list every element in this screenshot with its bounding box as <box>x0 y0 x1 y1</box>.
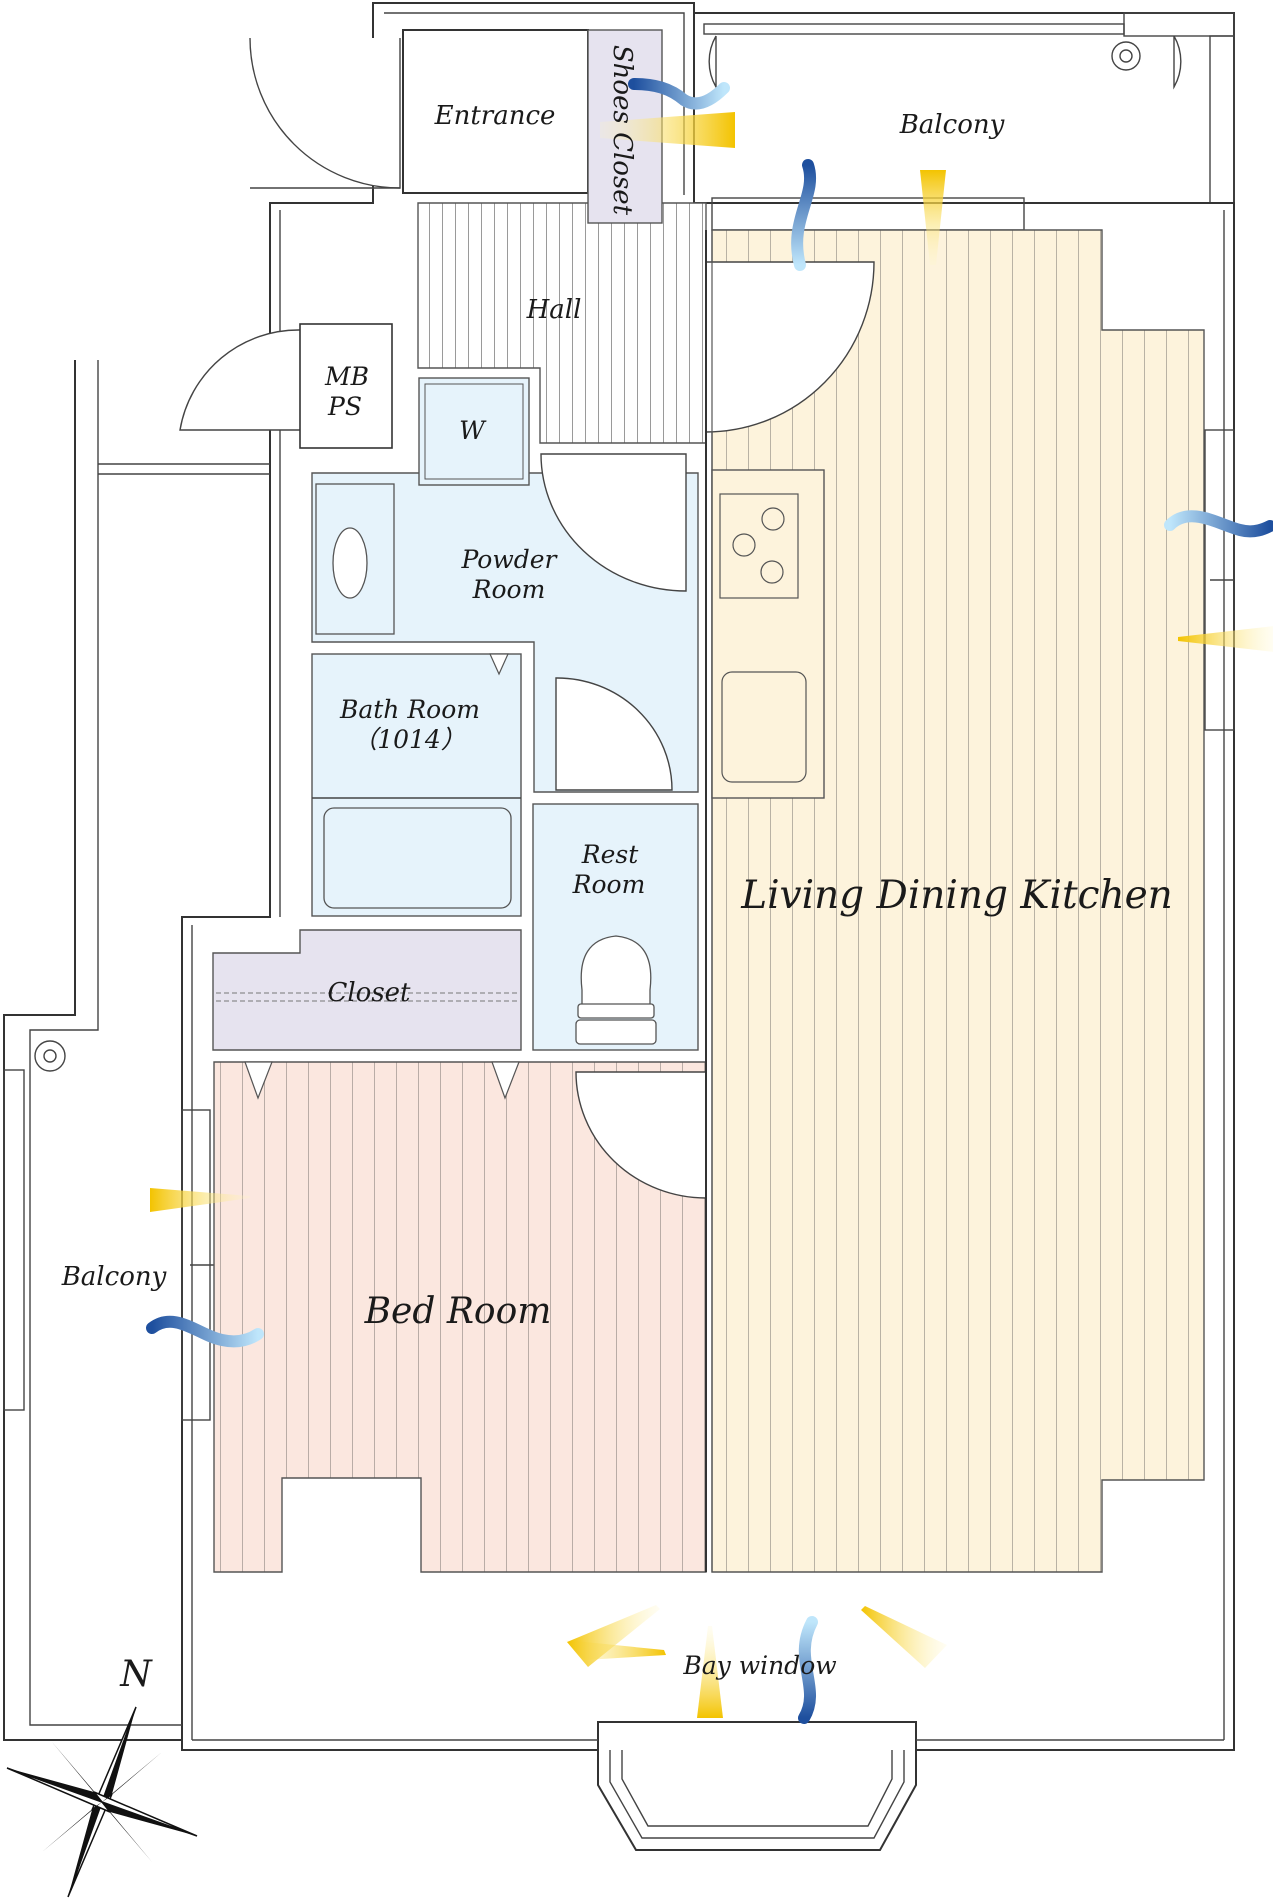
mbps-door-icon <box>179 329 301 431</box>
sunlight-indicators <box>150 112 1273 1718</box>
sink-icon <box>332 527 368 599</box>
wind-indicators <box>146 78 1273 1724</box>
ldk-floor <box>711 229 1205 1573</box>
closet-label: Closet <box>327 978 411 1008</box>
drain-icon-west <box>34 1040 66 1072</box>
balcony-door-icon <box>708 35 717 90</box>
bay-window <box>597 1750 917 1851</box>
entrance-label: Entrance <box>434 101 556 131</box>
bath-room-label-2: （1014） <box>352 725 466 754</box>
balcony-north-area <box>693 12 1235 204</box>
bed-room-label: Bed Room <box>364 1291 552 1332</box>
kitchen-counter <box>711 469 825 799</box>
entrance-door-icon <box>249 37 401 189</box>
mb-ps-box <box>299 323 393 449</box>
kitchen-sink-icon <box>721 671 807 783</box>
bay-window-label: Bay window <box>682 1651 836 1680</box>
hall-floor <box>417 202 707 444</box>
bath-room-label-1: Bath Room <box>339 695 480 724</box>
shoes-closet-label: Shoes Closet <box>607 45 637 216</box>
wind-icon <box>628 78 730 110</box>
sun-icon <box>600 112 735 148</box>
rest-room-label-1: Rest <box>581 840 639 869</box>
powder-door-icon <box>540 453 687 592</box>
balcony-west-area <box>3 360 270 1741</box>
bath-door-icon <box>555 677 673 791</box>
washer-label: W <box>459 416 487 445</box>
ldk-door-icon <box>705 261 875 433</box>
balcony-north-label: Balcony <box>899 110 1005 140</box>
washer-box <box>418 377 530 486</box>
compass-rose-icon <box>6 1706 198 1898</box>
rest-room-label-2: Room <box>572 870 646 899</box>
window-frames <box>181 197 1235 1421</box>
mb-label: MB <box>324 362 369 391</box>
balcony-west-label: Balcony <box>61 1262 167 1292</box>
closet-box <box>212 929 522 1051</box>
toilet-icon <box>575 935 657 1045</box>
drain-icon <box>1111 41 1141 71</box>
bedroom-door-icon <box>575 1071 707 1199</box>
hall-label: Hall <box>526 295 582 325</box>
ldk-label: Living Dining Kitchen <box>740 873 1173 918</box>
compass-north-label: N <box>119 1654 153 1695</box>
stove-icon <box>719 493 799 599</box>
powder-room-label-1: Powder <box>460 545 558 574</box>
unit-outline <box>181 2 1235 1751</box>
powder-room-label-2: Room <box>472 575 546 604</box>
entrance-area <box>402 29 589 194</box>
ps-label: PS <box>327 392 362 421</box>
bathtub-icon <box>323 807 512 909</box>
